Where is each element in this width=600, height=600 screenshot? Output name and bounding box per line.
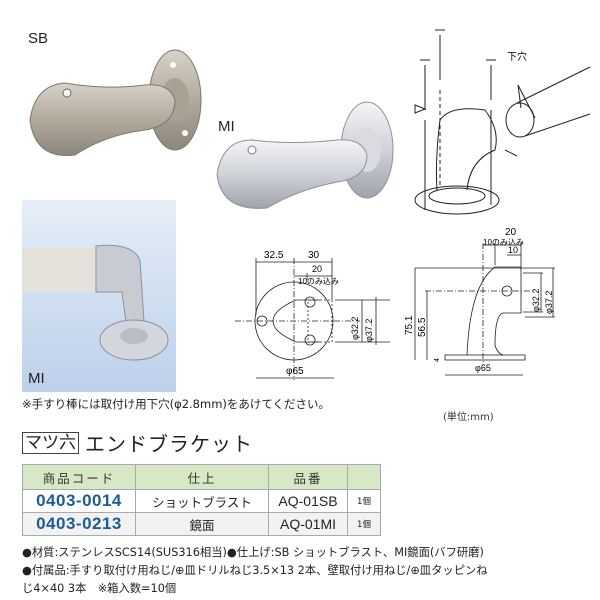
exploded-assembly-diagram: 下穴 [414,29,591,215]
table-row: 0403-0014 ショットブラスト AQ-01SB 1個 [22,489,381,513]
pilot-hole-note: ※手すり棒には取付け用下穴(φ2.8mm)をあけてください。 [22,397,331,411]
product-table: 商品コード 仕上 品番 0403-0014 ショットブラスト AQ-01SB 1… [22,464,381,536]
part-number: AQ-01SB [268,489,348,513]
side-dim-4: 4 [434,358,441,362]
dim-20: 20 [312,264,322,274]
quantity: 1個 [347,489,381,513]
sb-bracket-photo [29,49,202,157]
mi-finish-label: MI [218,118,235,135]
side-dim-phi-37-2: φ37.2 [544,291,554,314]
table-row: 0403-0213 鏡面 AQ-01MI 1個 [22,512,381,536]
side-view-drawing: 20 10のみ込み 10 75.1 56.5 4 φ32.2 φ37.2 φ65 [404,227,555,376]
product-title-row: マツ六 エンドブラケット [22,428,253,457]
mi-installed-photo [22,244,169,361]
dim-phi-37-2: φ37.2 [364,319,374,342]
side-dim-phi-32-2: φ32.2 [531,289,541,312]
dim-phi-65: φ65 [286,366,304,377]
header-part-number: 品番 [268,464,348,490]
header-finish: 仕上 [135,464,269,490]
mi-bracket-photo [216,101,394,209]
side-dim-75-1: 75.1 [404,315,415,335]
product-code: 0403-0014 [22,489,136,513]
header-product-code: 商品コード [22,464,136,490]
spec-accessories-cont: じ4×40 3本 ※箱入数=10個 [22,582,177,595]
side-dim-insert: 10のみ込み [483,238,524,247]
dim-phi-32-2: φ32.2 [350,317,360,340]
dim-insert: 10のみ込み [298,277,339,286]
part-number: AQ-01MI [268,512,348,536]
dim-32-5: 32.5 [264,250,284,261]
side-dim-20: 20 [505,227,517,238]
spec-accessories: ●付属品:手すり取付け用ねじ/⊕皿ドリルねじ3.5×13 2本、壁取付け用ねじ/… [22,564,488,577]
brand-badge: マツ六 [22,431,79,454]
product-code: 0403-0213 [22,512,136,536]
table-header-row: 商品コード 仕上 品番 [22,464,381,490]
sb-finish-label: SB [28,30,49,47]
header-qty [347,464,381,490]
specifications-text: ●材質:ステンレスSCS14(SUS316相当)●仕上げ:SB ショットブラスト… [22,544,592,598]
side-dim-10: 10 [508,245,518,255]
mi-installed-photo-panel: MI [22,200,176,392]
unit-label: (単位:mm) [443,412,494,423]
pilot-hole-label: 下穴 [507,50,527,63]
quantity: 1個 [347,512,381,536]
top-view-drawing: 32.5 30 20 10のみ込み φ32.2 φ37.2 φ65 [235,250,390,380]
mi-installed-label: MI [28,370,45,387]
side-dim-56-5: 56.5 [417,317,428,337]
finish: ショットブラスト [135,489,269,513]
side-dim-phi-65: φ65 [475,363,491,373]
finish: 鏡面 [135,512,269,536]
product-title: エンドブラケット [85,432,253,456]
dim-30: 30 [308,250,320,261]
spec-material-finish: ●材質:ステンレスSCS14(SUS316相当)●仕上げ:SB ショットブラスト… [22,546,484,559]
